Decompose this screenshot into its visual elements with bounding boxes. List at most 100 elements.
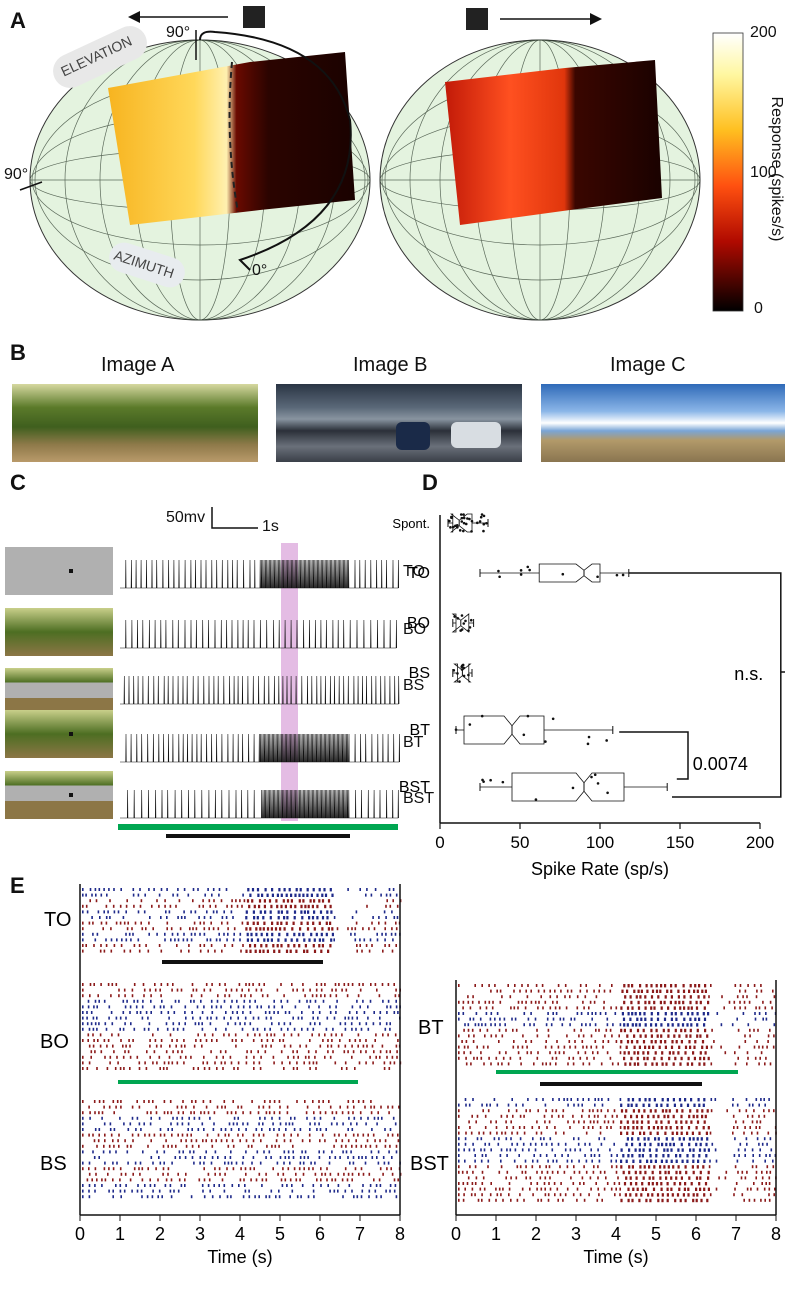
spike bbox=[350, 932, 352, 936]
spike bbox=[163, 1161, 165, 1165]
spike bbox=[206, 1133, 209, 1137]
spike bbox=[525, 1000, 527, 1004]
spike bbox=[692, 1137, 695, 1141]
colorbar bbox=[712, 32, 744, 312]
spike bbox=[233, 1067, 235, 1070]
spike bbox=[539, 1176, 542, 1180]
spike bbox=[311, 916, 315, 920]
spike bbox=[637, 1051, 640, 1055]
spike bbox=[650, 1023, 653, 1027]
spike bbox=[284, 1178, 287, 1182]
spike bbox=[546, 1017, 549, 1021]
spike bbox=[656, 1126, 660, 1130]
spike bbox=[271, 893, 274, 897]
spike bbox=[664, 1012, 667, 1016]
spike bbox=[579, 1148, 582, 1152]
spike bbox=[208, 1067, 211, 1070]
spike bbox=[268, 1011, 271, 1014]
spike bbox=[766, 1165, 769, 1169]
spike bbox=[389, 1189, 391, 1193]
spike bbox=[258, 949, 262, 953]
spike bbox=[347, 1100, 350, 1103]
spike bbox=[217, 1156, 219, 1159]
spike bbox=[483, 1062, 485, 1066]
spike bbox=[518, 1126, 521, 1129]
spike bbox=[174, 999, 177, 1003]
spike bbox=[224, 1050, 227, 1054]
spike bbox=[707, 1126, 710, 1130]
spike bbox=[490, 1012, 493, 1015]
spike bbox=[654, 1051, 657, 1055]
spike bbox=[292, 1067, 295, 1070]
colorbar-mid: 100 bbox=[750, 164, 777, 181]
spike bbox=[753, 1028, 755, 1032]
spike bbox=[657, 995, 660, 999]
spike bbox=[344, 1061, 347, 1065]
data-point bbox=[462, 516, 466, 520]
data-point bbox=[480, 714, 484, 718]
spike bbox=[86, 910, 89, 914]
spike bbox=[673, 1103, 676, 1107]
spike bbox=[631, 1137, 634, 1141]
spike bbox=[103, 1144, 105, 1148]
spike bbox=[508, 1109, 510, 1113]
spike bbox=[92, 1044, 95, 1048]
spike bbox=[138, 1105, 141, 1109]
spike bbox=[330, 1122, 333, 1126]
spike bbox=[249, 1005, 251, 1009]
data-point bbox=[498, 575, 501, 579]
x-axis-label: Spike Rate (sp/s) bbox=[531, 859, 669, 879]
spike bbox=[291, 983, 293, 986]
spike bbox=[290, 1116, 292, 1120]
spike bbox=[384, 1128, 386, 1131]
spike bbox=[237, 1133, 239, 1137]
spike bbox=[467, 1028, 470, 1032]
spike bbox=[397, 1039, 399, 1042]
spike bbox=[310, 1161, 312, 1165]
spike bbox=[757, 1028, 759, 1032]
spike bbox=[666, 989, 669, 993]
spike bbox=[199, 949, 202, 953]
spike bbox=[328, 1161, 331, 1165]
spike bbox=[107, 910, 109, 914]
spike bbox=[270, 904, 273, 909]
spike bbox=[511, 1131, 513, 1135]
spike bbox=[340, 1144, 343, 1148]
spike bbox=[301, 1139, 304, 1143]
spike bbox=[108, 1144, 111, 1148]
spike bbox=[338, 1133, 340, 1137]
spike bbox=[588, 1142, 591, 1146]
spike bbox=[582, 1045, 584, 1049]
spike bbox=[540, 1198, 543, 1202]
spike bbox=[224, 1161, 226, 1165]
spike bbox=[488, 984, 490, 987]
spike bbox=[743, 1198, 745, 1202]
spike bbox=[164, 938, 166, 942]
spike bbox=[366, 1139, 369, 1143]
spike bbox=[538, 1126, 540, 1129]
spike bbox=[643, 1056, 646, 1061]
spike bbox=[766, 1142, 768, 1146]
spike bbox=[160, 1044, 162, 1048]
spike bbox=[767, 1131, 770, 1135]
spike bbox=[203, 1167, 205, 1171]
spike bbox=[635, 1114, 638, 1119]
spike bbox=[126, 1144, 129, 1148]
spike bbox=[472, 1017, 475, 1021]
spike bbox=[381, 1044, 384, 1048]
spike bbox=[205, 1139, 207, 1143]
spike bbox=[526, 1051, 529, 1055]
spike bbox=[753, 1109, 755, 1113]
spike bbox=[213, 899, 215, 903]
spike bbox=[592, 1051, 594, 1055]
spike bbox=[744, 1126, 746, 1129]
spike bbox=[113, 1128, 116, 1131]
spike bbox=[601, 1198, 603, 1202]
spike bbox=[103, 888, 105, 891]
spike bbox=[506, 1148, 508, 1152]
spike bbox=[141, 1195, 143, 1199]
spike bbox=[221, 916, 224, 919]
spike bbox=[314, 1055, 316, 1059]
spike bbox=[117, 1061, 119, 1065]
spike bbox=[495, 1198, 497, 1202]
